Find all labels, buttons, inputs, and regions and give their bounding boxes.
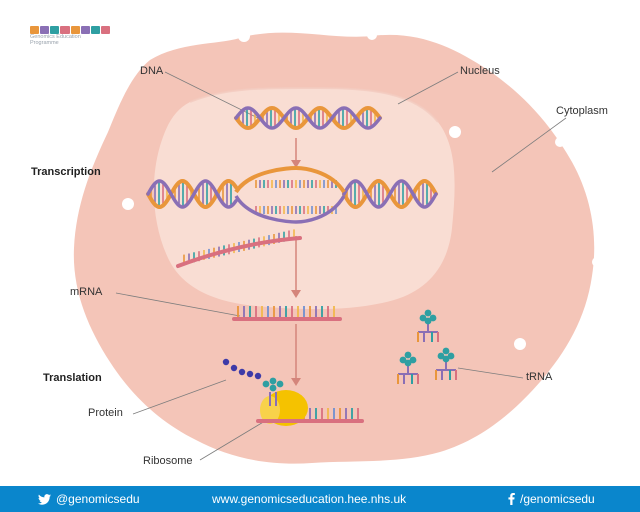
cell-illustration [73,30,602,464]
footer-facebook[interactable]: /genomicsedu [508,492,595,506]
label-trna: tRNA [526,371,553,383]
label-ribosome: Ribosome [143,455,193,467]
twitter-icon [38,493,51,505]
free-trna-group [397,309,457,384]
footer-twitter[interactable]: @genomicsedu [38,492,140,506]
membrane-notches [93,30,602,397]
footer-website-link[interactable]: www.genomicseducation.hee.nhs.uk [212,492,406,506]
ribosome-complex [256,377,364,426]
label-cytoplasm: Cytoplasm [556,105,608,117]
mrna-strand [232,306,342,321]
genomics-education-logo: Genomics Education Programme [30,26,110,46]
label-translation: Translation [43,372,102,384]
label-nucleus: Nucleus [460,65,500,77]
logo-line-2: Programme [30,40,59,46]
protein-chain [222,358,262,380]
label-mrna: mRNA [70,286,103,298]
footer-website: www.genomicseducation.hee.nhs.uk [212,492,407,506]
flow-arrows [291,138,301,386]
label-protein: Protein [88,407,123,419]
footer-facebook-handle: /genomicsedu [520,492,595,506]
facebook-icon [508,493,515,505]
free-trna-2 [397,351,419,384]
logo-line-1: Genomics Education [30,34,81,40]
nascent-rna [176,229,302,268]
footer-twitter-handle: @genomicsedu [56,492,140,506]
footer-bar: @genomicsedu www.genomicseducation.hee.n… [0,486,640,512]
label-dna: DNA [140,65,164,77]
free-trna-3 [435,347,457,380]
logo-helix-mark [30,26,110,34]
free-trna-1 [417,309,439,342]
transcription-bubble [146,165,438,224]
label-transcription: Transcription [31,166,101,178]
dna-helix [234,105,382,131]
